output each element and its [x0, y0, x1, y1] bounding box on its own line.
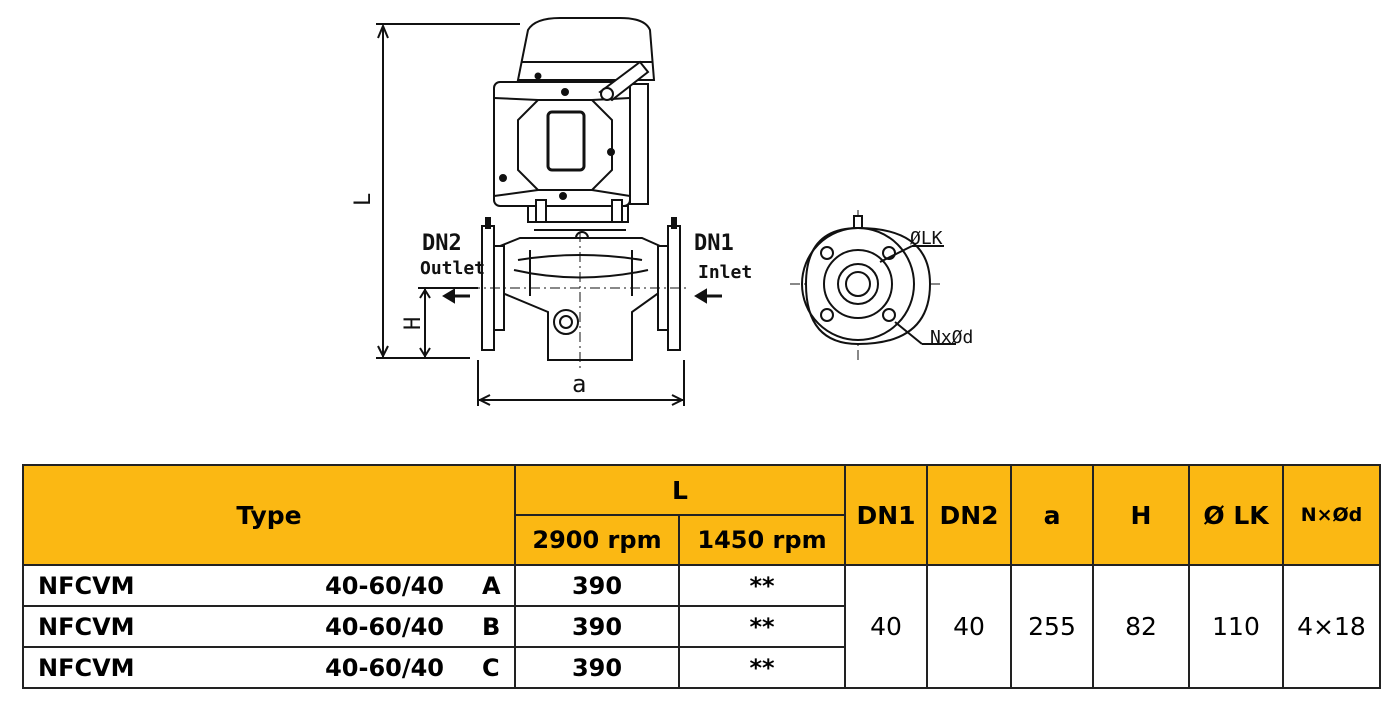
type-name: NFCVM	[38, 653, 135, 682]
header-nd: N×Ød	[1282, 464, 1381, 566]
header-a: a	[1010, 464, 1094, 566]
outlet-flange	[481, 217, 505, 351]
inlet-nominal-label: DN1	[694, 231, 734, 256]
type-variant: B	[482, 612, 501, 641]
header-dn2: DN2	[926, 464, 1012, 566]
header-h: H	[1092, 464, 1190, 566]
type-variant: C	[482, 653, 500, 682]
type-cell: NFCVM 40-60/40 B	[22, 605, 516, 648]
h-value: 82	[1092, 564, 1190, 689]
length-2900-cell: 390	[514, 646, 680, 689]
length-2900-cell: 390	[514, 564, 680, 607]
bolt-holes-label: NxØd	[930, 327, 973, 348]
type-size: 40-60/40	[325, 571, 444, 600]
length-2900-cell: 390	[514, 605, 680, 648]
header-length: L	[514, 464, 846, 516]
type-size: 40-60/40	[325, 653, 444, 682]
height-dimension	[418, 287, 478, 358]
type-cell: NFCVM 40-60/40 A	[22, 564, 516, 607]
table-row: NFCVM 40-60/40 A 390 ** 40 40 255 82 110…	[22, 564, 1381, 689]
header-rpm-1450: 1450 rpm	[678, 514, 846, 566]
table-row: NFCVM 40-60/40 C 390 **	[22, 646, 1380, 689]
header-rpm-2900: 2900 rpm	[514, 514, 680, 566]
terminal-box	[493, 60, 650, 207]
type-name: NFCVM	[38, 571, 135, 600]
dim-width-label: a	[572, 370, 586, 398]
flange-front-view	[801, 215, 956, 346]
dn1-value: 40	[844, 564, 928, 689]
lk-value: 110	[1188, 564, 1284, 689]
inlet-text-label: Inlet	[698, 262, 752, 283]
header-dn1: DN1	[844, 464, 928, 566]
dn2-value: 40	[926, 564, 1012, 689]
nd-value: 4×18	[1282, 564, 1381, 689]
table-row: NFCVM 40-60/40 B 390 **	[22, 605, 1380, 648]
a-value: 255	[1010, 564, 1094, 689]
pump-technical-drawing: L H a DN2 Outlet DN1 Inlet ØLK NxØd	[351, 17, 973, 406]
inlet-flange	[657, 217, 681, 351]
dim-height-label: H	[401, 317, 426, 330]
type-cell: NFCVM 40-60/40 C	[22, 646, 516, 689]
width-dimension	[477, 360, 685, 406]
header-lk: Ø LK	[1188, 464, 1284, 566]
dim-length-label: L	[351, 193, 376, 206]
type-size: 40-60/40	[325, 612, 444, 641]
length-1450-cell: **	[678, 605, 846, 648]
type-variant: A	[482, 571, 501, 600]
inlet-arrow	[694, 288, 722, 304]
outlet-nominal-label: DN2	[422, 231, 462, 256]
outlet-arrow	[442, 288, 470, 304]
length-1450-cell: **	[678, 646, 846, 689]
pump-spec-table: Type L DN1 DN2 a H Ø LK N×Ød 2900 rpm 14…	[22, 464, 1381, 689]
length-1450-cell: **	[678, 564, 846, 607]
length-dimension	[376, 23, 520, 359]
bolt-circle-label: ØLK	[910, 228, 943, 249]
header-type: Type	[22, 464, 516, 566]
motor-fan-cover	[516, 17, 656, 81]
outlet-text-label: Outlet	[420, 258, 485, 279]
type-name: NFCVM	[38, 612, 135, 641]
